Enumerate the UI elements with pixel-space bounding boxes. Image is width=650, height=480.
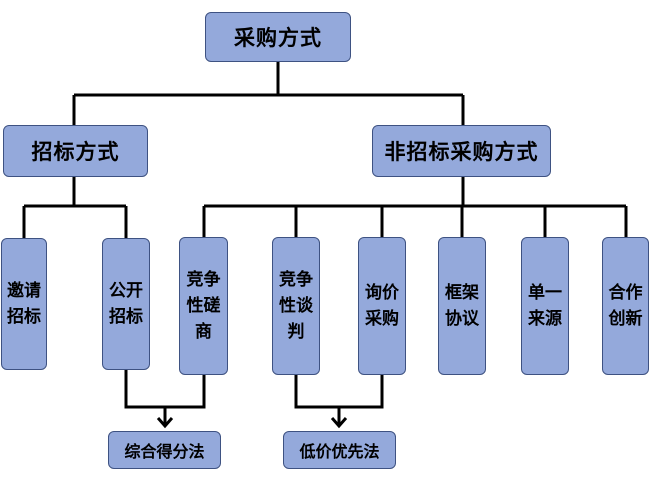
method-open-label: 公开招标 (109, 281, 143, 327)
tender-label: 招标方式 (31, 140, 120, 164)
method-inquiry-label: 询价采购 (365, 283, 399, 329)
method-framework: 框架协议 (438, 237, 486, 375)
connector-open-consult-merge (124, 370, 206, 409)
method-invite: 邀请招标 (1, 238, 47, 370)
method-consult: 竞争性磋商 (179, 237, 228, 375)
root-label: 采购方式 (234, 26, 322, 50)
connector-negotiate-inquiry-merge (294, 375, 384, 409)
tender-node: 招标方式 (3, 125, 148, 177)
method-inquiry: 询价采购 (358, 237, 406, 375)
root-node: 采购方式 (205, 12, 351, 62)
evaluation-lowest: 低价优先法 (283, 431, 396, 469)
method-invite-label: 邀请招标 (7, 281, 41, 327)
method-coop-label: 合作创新 (608, 283, 643, 329)
arrow-comprehensive (156, 417, 174, 429)
arrow-lowest (330, 417, 348, 429)
method-single: 单一来源 (521, 237, 569, 375)
method-negotiate: 竞争性谈判 (272, 237, 320, 375)
method-coop: 合作创新 (602, 237, 649, 375)
nontender-label: 非招标采购方式 (384, 140, 539, 164)
evaluation-comprehensive: 综合得分法 (108, 431, 221, 469)
method-open: 公开招标 (102, 238, 150, 370)
nontender-node: 非招标采购方式 (372, 125, 551, 177)
method-single-label: 单一来源 (528, 283, 562, 329)
evaluation-comprehensive-label: 综合得分法 (124, 442, 205, 461)
method-framework-label: 框架协议 (445, 283, 479, 329)
method-consult-label: 竞争性磋商 (186, 270, 221, 342)
evaluation-lowest-label: 低价优先法 (299, 442, 380, 461)
method-negotiate-label: 竞争性谈判 (279, 270, 313, 342)
